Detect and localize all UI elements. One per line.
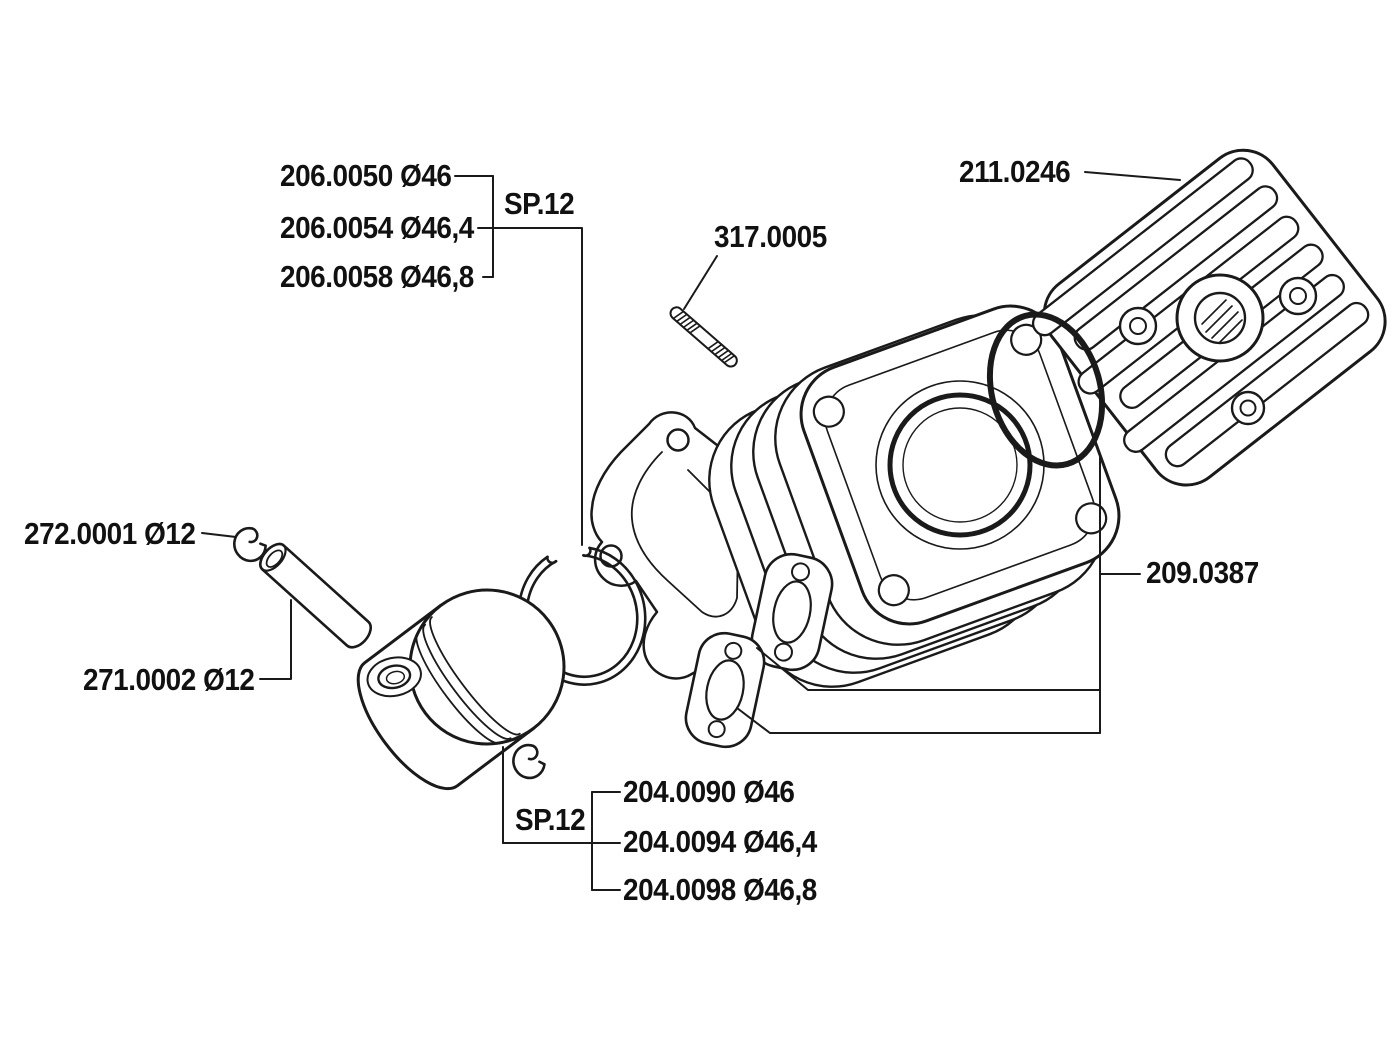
label-piston-set-3: 204.0098 Ø46,8 <box>623 872 817 907</box>
label-circlip: 272.0001 Ø12 <box>24 516 196 551</box>
label-cylinder-head: 211.0246 <box>959 154 1071 189</box>
label-ring-series-code: SP.12 <box>504 186 575 221</box>
leader-lines <box>201 171 1181 891</box>
label-piston-series-code: SP.12 <box>515 802 586 837</box>
sparkplug-thread-hatch <box>1201 299 1243 343</box>
label-stud: 317.0005 <box>714 219 827 254</box>
label-ring-set-2: 206.0054 Ø46,4 <box>280 210 474 245</box>
piston-pin-boss-drawing <box>366 656 422 698</box>
stud-drawing <box>669 306 738 368</box>
piston-drawing <box>356 588 566 791</box>
label-gasket-set: 209.0387 <box>1146 555 1259 590</box>
exhaust-gasket-drawing <box>684 631 766 749</box>
cylinder-face-drawing <box>799 304 1121 626</box>
label-ring-set-3: 206.0058 Ø46,8 <box>280 259 474 294</box>
label-ring-set-1: 206.0050 Ø46 <box>280 158 452 193</box>
head-gasket-oring-drawing <box>986 311 1106 469</box>
cylinder-head-drawing <box>1031 148 1387 487</box>
label-piston-set-2: 204.0094 Ø46,4 <box>623 824 817 859</box>
label-piston-pin: 271.0002 Ø12 <box>83 662 255 697</box>
label-piston-set-1: 204.0090 Ø46 <box>623 774 795 809</box>
piston-pin-drawing <box>259 542 372 649</box>
circlip-top-drawing <box>233 526 267 563</box>
circlip-bottom-drawing <box>512 743 546 780</box>
